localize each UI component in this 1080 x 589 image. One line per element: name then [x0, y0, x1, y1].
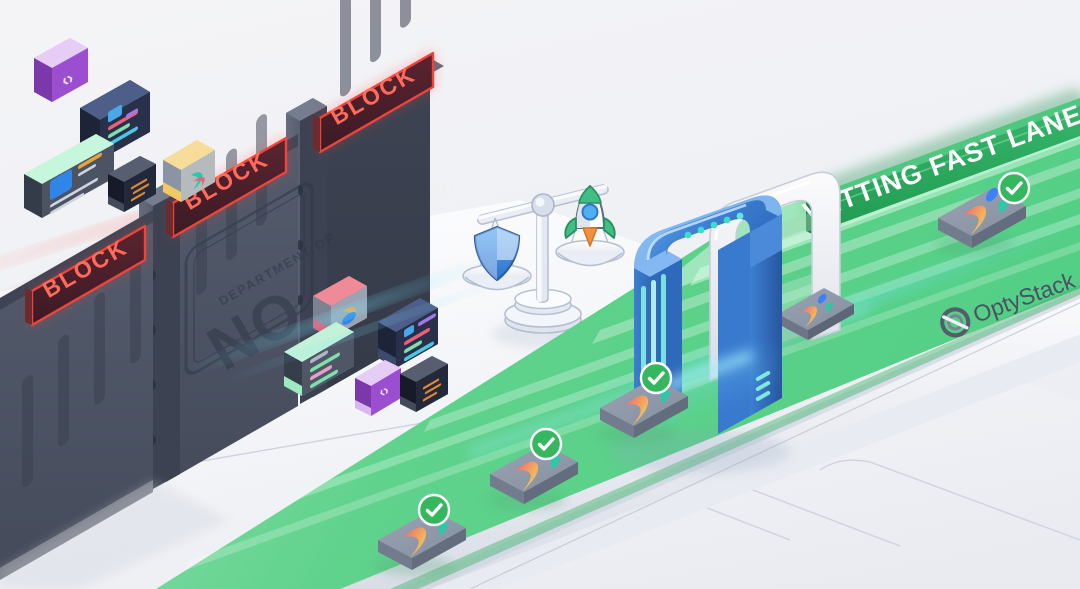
floating-icon-code-brackets-icon[interactable]: ‹› — [355, 360, 401, 416]
check-circle-icon — [529, 427, 563, 461]
app-card[interactable] — [934, 171, 1031, 254]
floating-icon-script-icon[interactable] — [108, 156, 156, 212]
check-circle-icon — [997, 171, 1031, 205]
floating-icon-script-icon[interactable] — [400, 356, 448, 412]
app-card[interactable] — [486, 427, 578, 510]
scanner-led-indicators — [684, 212, 744, 239]
scanner-light-bars — [641, 274, 666, 390]
scales-of-justice — [462, 183, 625, 348]
wall-cast-shadow — [0, 480, 230, 589]
check-circle-icon — [417, 493, 451, 527]
app-card[interactable] — [596, 361, 688, 444]
pass-through-beam — [185, 256, 504, 384]
floating-icon-widget-card-icon[interactable] — [24, 134, 114, 218]
scanner-arch — [634, 195, 782, 268]
optystack-ring-logo — [940, 307, 971, 338]
scanner-bottom-leds — [755, 371, 771, 401]
floating-icon-gradient-app-icon[interactable] — [163, 140, 215, 202]
floating-icon-cluster: ‹› — [24, 38, 504, 416]
check-circle-icon — [639, 361, 673, 395]
floating-icon-code-brackets-icon[interactable]: ‹› — [34, 38, 88, 102]
rocket-icon — [564, 185, 616, 247]
scanner-right-pillar — [718, 214, 782, 434]
approved-app-cards — [374, 171, 1031, 576]
app-card[interactable] — [374, 493, 466, 576]
scale-pan-right — [555, 239, 625, 267]
shield-icon — [473, 225, 521, 282]
